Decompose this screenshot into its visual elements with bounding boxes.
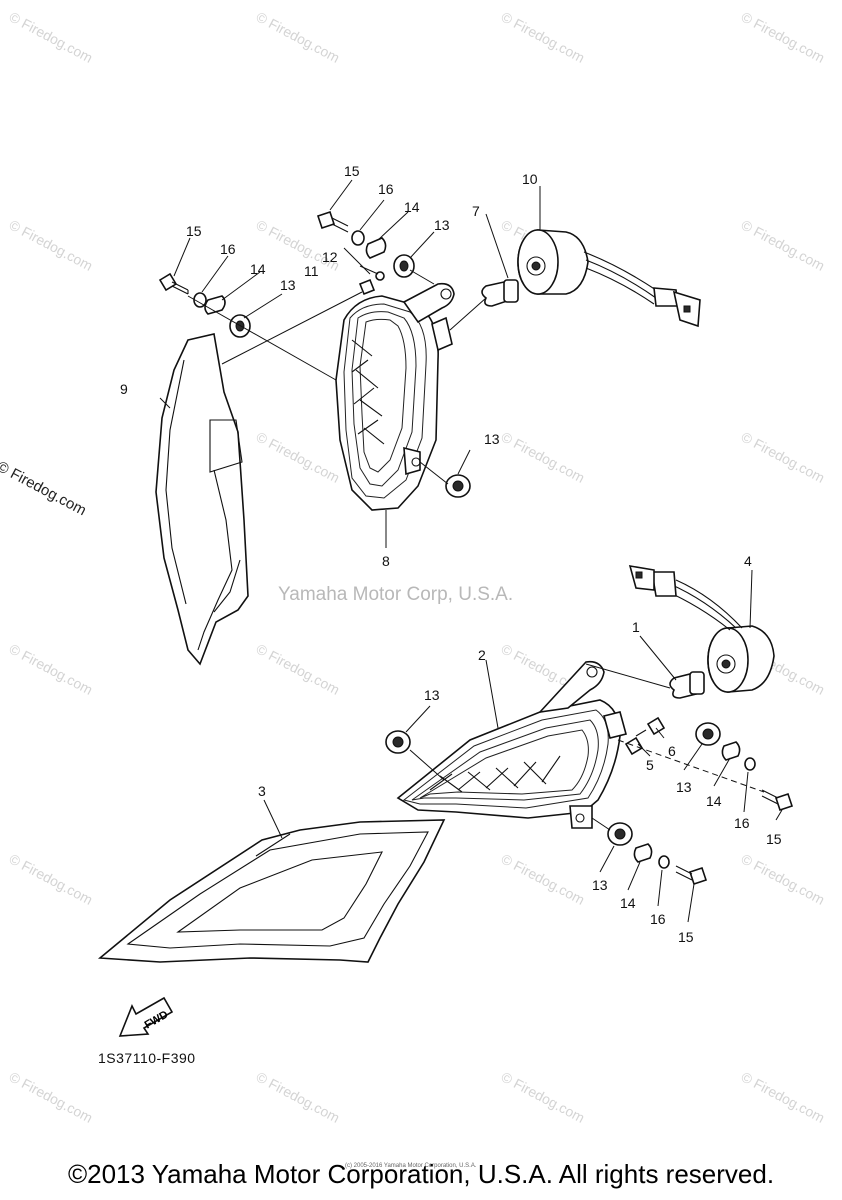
watermark-tile: © Firedog.com <box>7 641 96 698</box>
callout-16: 16 <box>650 911 666 927</box>
watermark-tile: © Firedog.com <box>739 9 828 66</box>
callout-15: 15 <box>186 223 202 239</box>
callout-16: 16 <box>378 181 394 197</box>
watermark-tile: © Firedog.com <box>739 1069 828 1126</box>
watermark-tile: © Firedog.com <box>499 1069 588 1126</box>
watermark-tile: © Firedog.com <box>254 1069 343 1126</box>
watermark-tile: © Firedog.com <box>7 217 96 274</box>
part-1-bulb <box>669 671 705 699</box>
watermark-tile: © Firedog.com <box>739 217 828 274</box>
callout-15: 15 <box>678 929 694 945</box>
callout-14: 14 <box>404 199 420 215</box>
callout-16: 16 <box>734 815 750 831</box>
fasteners-lower-right-top <box>695 722 794 812</box>
callout-12: 12 <box>322 249 338 265</box>
callout-13: 13 <box>424 687 440 703</box>
parts-5-6-screw-clip <box>624 716 666 756</box>
callout-14: 14 <box>620 895 636 911</box>
part-3-lens-cover <box>97 819 446 963</box>
watermark-tile: © Firedog.com <box>7 9 96 66</box>
part-8-right-lamp-body <box>335 282 455 511</box>
part-2-left-lamp-body <box>396 660 627 829</box>
callout-4: 4 <box>744 553 752 569</box>
fasteners-upper-top <box>316 210 415 296</box>
tiny-note: (c) 2005-2016 Yamaha Motor Corporation, … <box>345 1163 477 1169</box>
fwd-arrow-icon: FWD <box>118 996 174 1037</box>
callout-13: 13 <box>434 217 450 233</box>
callout-15: 15 <box>344 163 360 179</box>
watermark-tile: © Firedog.com <box>7 1069 96 1126</box>
part-4-socket-harness <box>628 565 775 693</box>
part-10-socket-harness <box>517 229 701 328</box>
watermark-tile: © Firedog.com <box>499 429 588 486</box>
callout-9: 9 <box>120 381 128 397</box>
callout-6: 6 <box>668 743 676 759</box>
lower-leader-lines <box>263 569 783 923</box>
callout-5: 5 <box>646 757 654 773</box>
watermark-tile: © Firedog.com <box>254 9 343 66</box>
callout-8: 8 <box>382 553 390 569</box>
diagram-code: 1S37110-F390 <box>98 1050 196 1066</box>
callout-13: 13 <box>280 277 296 293</box>
watermark-tile: © Firedog.com <box>739 851 828 908</box>
part-9-cover-panel <box>155 333 249 666</box>
callout-11: 11 <box>304 263 319 279</box>
upper-leader-lines <box>159 179 541 548</box>
callout-15: 15 <box>766 831 782 847</box>
center-watermark: Yamaha Motor Corp, U.S.A. <box>278 584 514 605</box>
callout-numbers: 15 16 14 13 7 10 15 16 14 13 12 11 9 13 … <box>120 163 782 945</box>
callout-14: 14 <box>706 793 722 809</box>
watermark-tile: © Firedog.com <box>254 641 343 698</box>
copyright-footer: ©2013 Yamaha Motor Corporation, U.S.A. A… <box>67 1159 775 1189</box>
watermark-tile: © Firedog.com <box>254 429 343 486</box>
part-7-bulb <box>481 279 519 307</box>
callout-13: 13 <box>676 779 692 795</box>
grommet-lower-left <box>385 730 411 754</box>
callout-3: 3 <box>258 783 266 799</box>
callout-7: 7 <box>472 203 480 219</box>
callout-16: 16 <box>220 241 236 257</box>
watermark-tile: © Firedog.com <box>499 851 588 908</box>
callout-13: 13 <box>484 431 500 447</box>
fasteners-lower-right-bottom <box>607 822 708 886</box>
callout-2: 2 <box>478 647 486 663</box>
watermark-tile: © Firedog.com <box>739 429 828 486</box>
callout-13: 13 <box>592 877 608 893</box>
callout-1: 1 <box>632 619 640 635</box>
watermark-tile: © Firedog.com <box>499 9 588 66</box>
callout-10: 10 <box>522 171 538 187</box>
callout-14: 14 <box>250 261 266 277</box>
grommet-upper-lower <box>445 474 471 498</box>
watermark-tile: © Firedog.com <box>7 851 96 908</box>
